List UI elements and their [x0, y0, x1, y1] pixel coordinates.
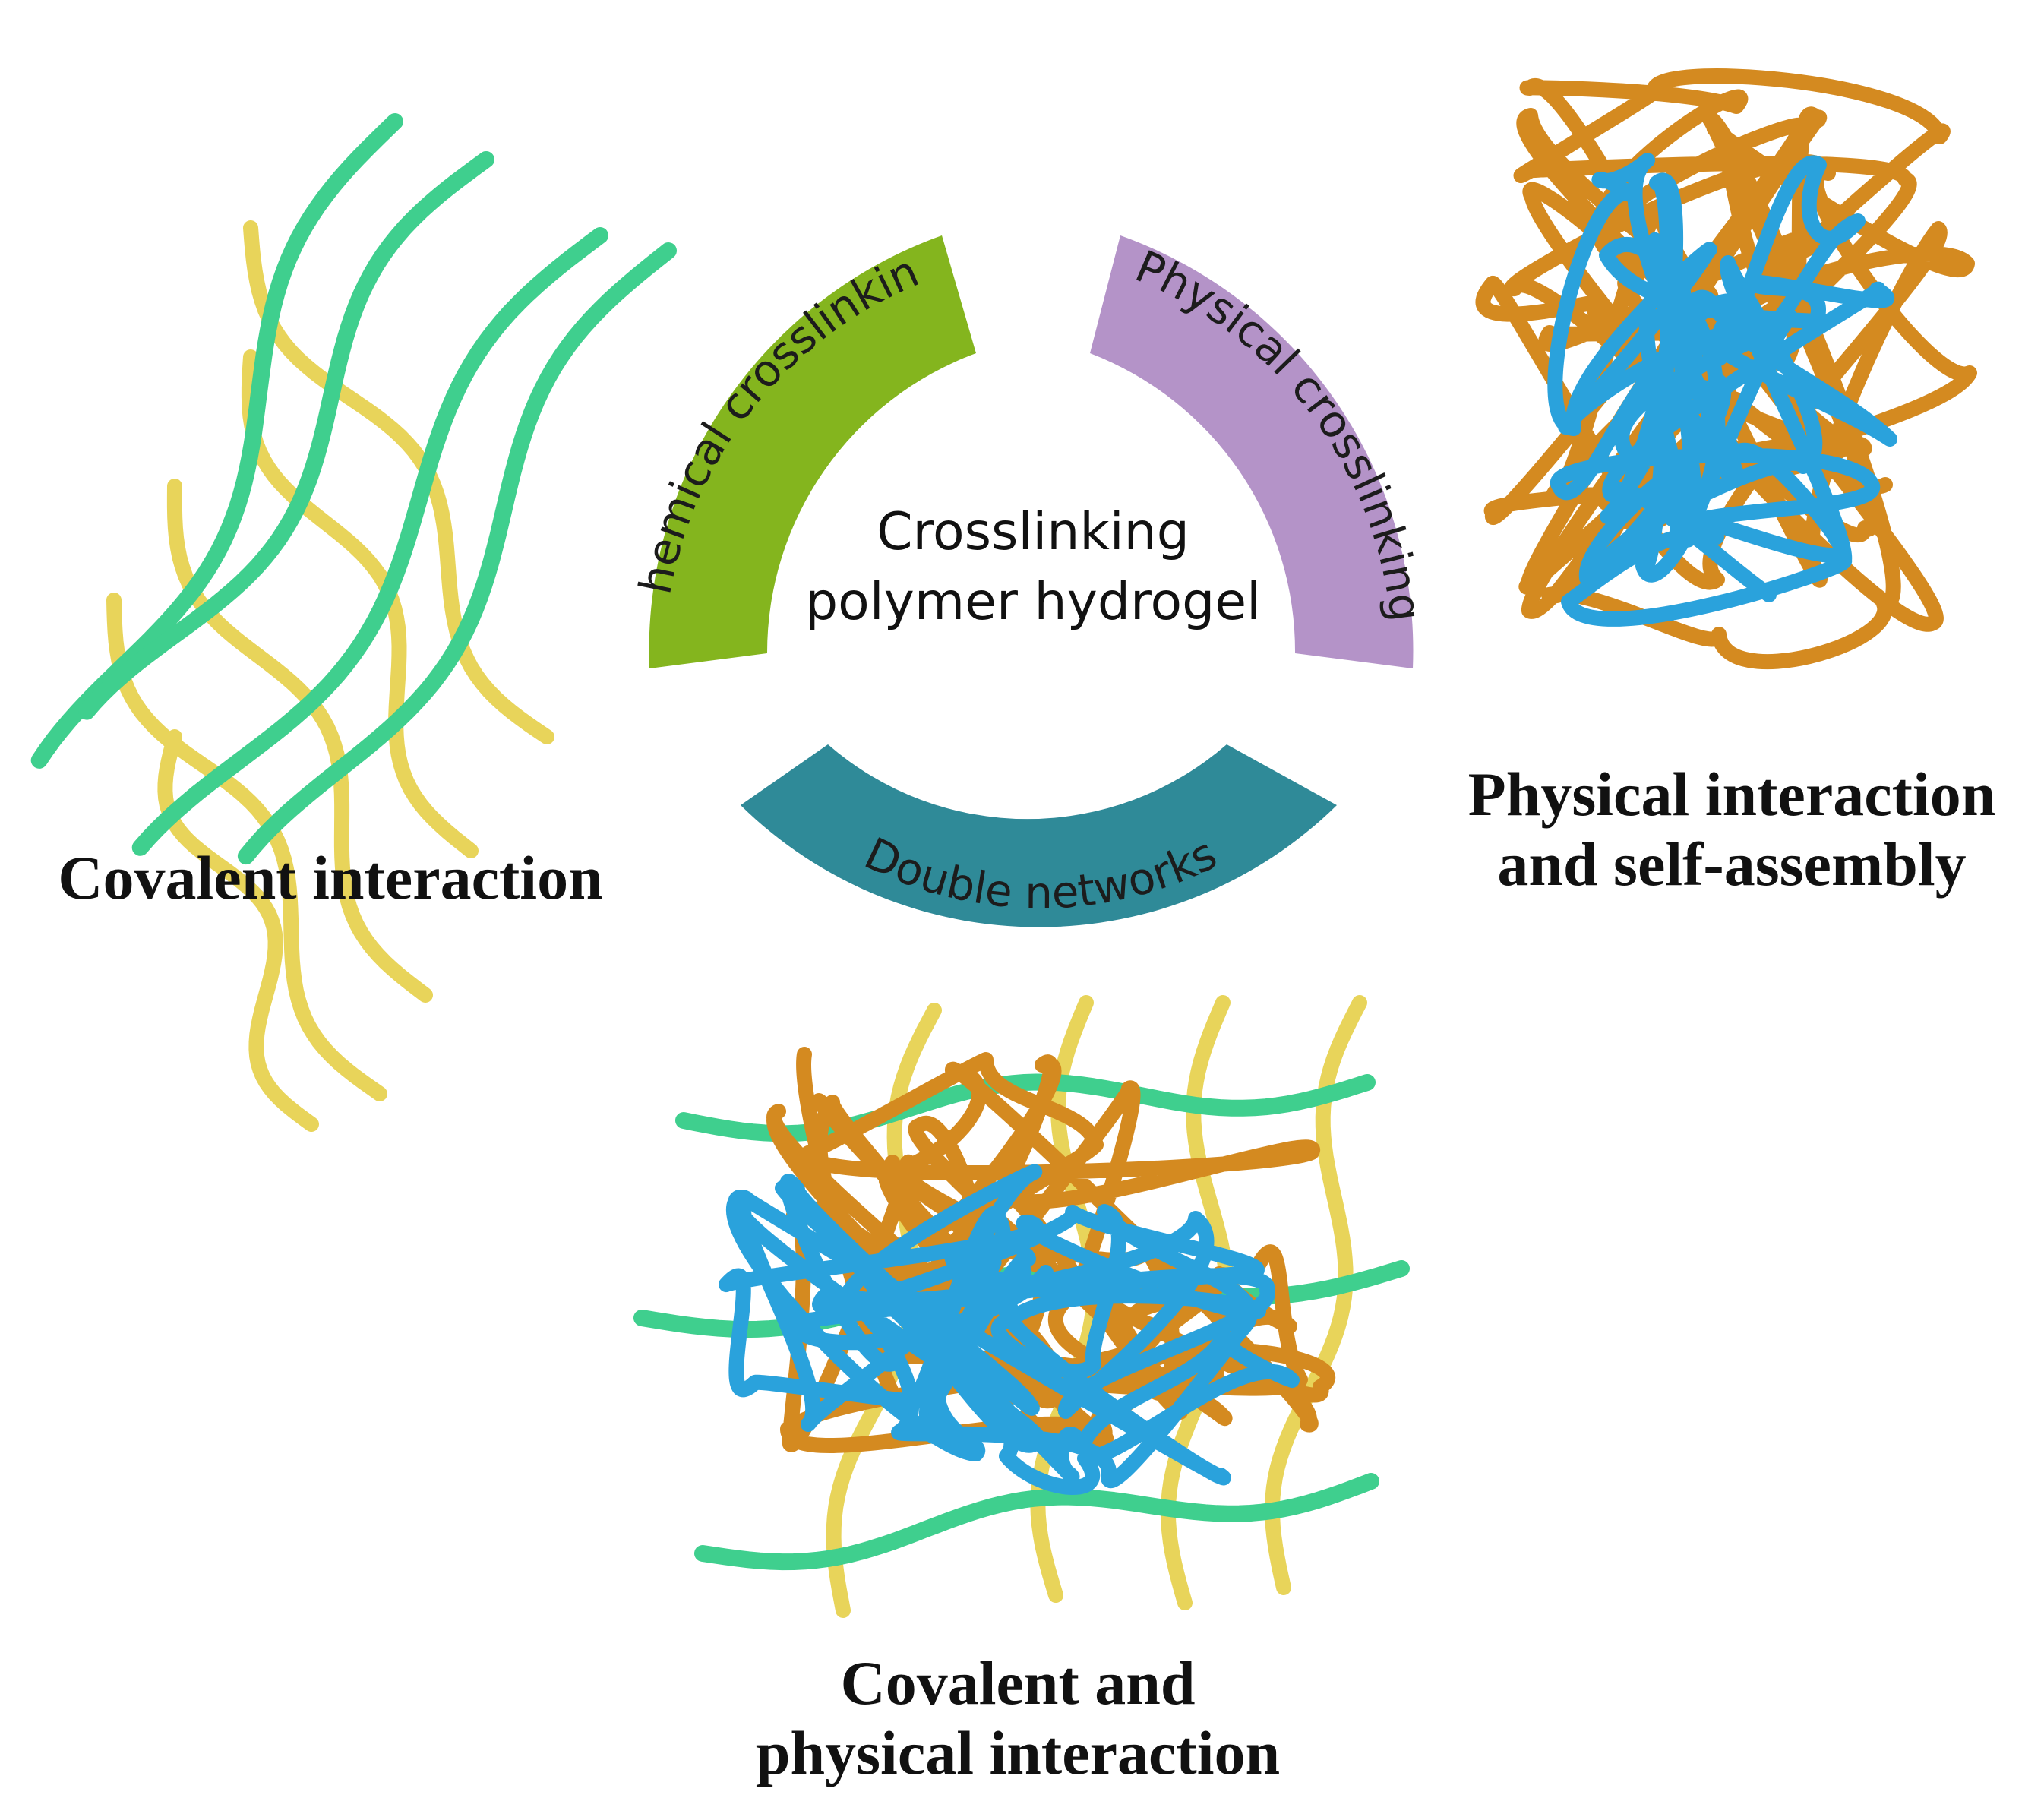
chemical-crosslinking-arc	[649, 235, 976, 668]
center-title-line2: polymer hydrogel	[804, 571, 1261, 632]
green-chain	[694, 1473, 1379, 1571]
green-chains	[30, 113, 677, 865]
physical-caption-line1: Physical interaction	[1467, 760, 1996, 829]
blue-chain	[1547, 153, 1897, 627]
center-title: Crosslinking polymer hydrogel	[729, 498, 1337, 637]
green-chain	[78, 151, 494, 720]
green-chain	[131, 227, 608, 856]
double-networks-arc	[741, 744, 1337, 927]
green-chain	[237, 242, 677, 865]
center-title-line1: Crosslinking	[877, 502, 1189, 562]
physical-network-illustration	[1475, 68, 1977, 669]
covalent-caption: Covalent interaction	[15, 843, 646, 913]
physical-caption-line2: and self-assembly	[1497, 829, 1967, 899]
covalent-network-illustration	[30, 113, 677, 1132]
blue-chain	[719, 1164, 1300, 1495]
double-network-illustration	[633, 995, 1410, 1618]
combined-caption-line1: Covalent and	[840, 1648, 1196, 1717]
orange-chain	[1475, 68, 1977, 669]
green-chain	[675, 1073, 1376, 1142]
combined-caption: Covalent and physical interaction	[684, 1648, 1352, 1788]
physical-caption: Physical interaction and self-assembly	[1428, 760, 2036, 899]
combined-caption-line2: physical interaction	[755, 1717, 1281, 1787]
physical-crosslinking-arc	[1090, 235, 1414, 668]
covalent-caption-line1: Covalent interaction	[58, 843, 603, 912]
